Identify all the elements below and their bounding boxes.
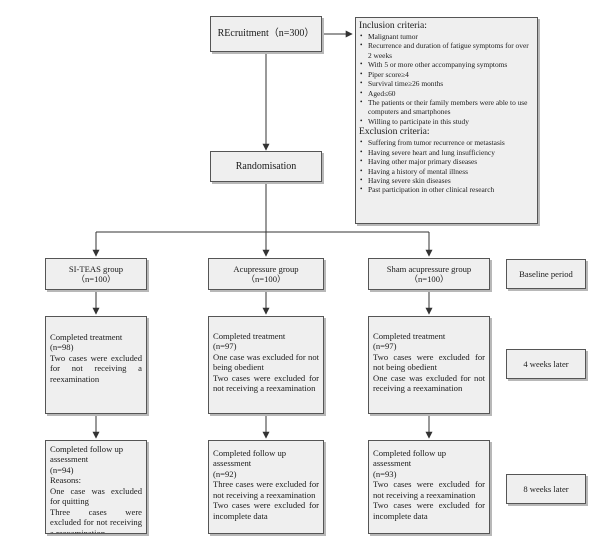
- followup-exclusion: Three cases were excluded for not receiv…: [213, 479, 319, 500]
- treatment-title: Completed treatment: [373, 331, 446, 341]
- exclusion-item: Having other major primary diseases: [359, 157, 534, 166]
- group-size: （n=100）: [76, 274, 116, 284]
- group-name: Sham acupressure group: [386, 263, 472, 274]
- followup-n: (n=92): [213, 468, 237, 479]
- treatment-title: Completed treatment: [50, 332, 123, 342]
- period-8-weeks: 8 weeks later: [506, 474, 586, 504]
- treatment-exclusion: One case was excluded for not receiving …: [373, 372, 485, 394]
- period-label: 4 weeks later: [523, 358, 569, 369]
- inclusion-item: Malignant tumor: [359, 32, 534, 41]
- period-label: 8 weeks later: [523, 483, 569, 494]
- inclusion-item: Willing to participate in this study: [359, 117, 534, 126]
- inclusion-item: Aged≤60: [359, 89, 534, 98]
- followup-title: Completed follow up assessment: [373, 448, 447, 469]
- inclusion-item: The patients or their family members wer…: [359, 98, 534, 117]
- period-label: Baseline period: [519, 268, 573, 279]
- group-size: （n=100）: [409, 274, 449, 284]
- treatment-exclusion: Two cases were excluded for not receivin…: [50, 352, 142, 384]
- recruitment-label: REcruitment（n=300）: [217, 28, 315, 39]
- recruitment-box: REcruitment（n=300）: [210, 16, 322, 52]
- inclusion-item: Piper score≥4: [359, 70, 534, 79]
- group-size: （n=100）: [246, 274, 286, 284]
- randomisation-box: Randomisation: [210, 151, 322, 182]
- treatment-box-siteas: Completed treatment (n=98) Two cases wer…: [45, 316, 147, 414]
- followup-exclusion: Two cases were excluded for incomplete d…: [213, 500, 319, 521]
- randomisation-label: Randomisation: [235, 160, 297, 172]
- treatment-exclusion: Two cases were excluded for not being ob…: [373, 351, 485, 373]
- followup-exclusion: Three cases were excluded for not receiv…: [50, 506, 142, 534]
- followup-n: (n=93): [373, 468, 397, 479]
- treatment-n: (n=97): [373, 341, 397, 352]
- period-4-weeks: 4 weeks later: [506, 349, 586, 379]
- treatment-exclusion: One case was excluded for not being obed…: [213, 351, 319, 373]
- criteria-box: Inclusion criteria: Malignant tumor Recu…: [355, 17, 538, 224]
- followup-exclusion: Two cases were excluded for not receivin…: [373, 479, 485, 500]
- inclusion-criteria-title: Inclusion criteria:: [359, 20, 427, 31]
- followup-reasons-label: Reasons:: [50, 475, 82, 486]
- exclusion-criteria-title: Exclusion criteria:: [359, 126, 430, 138]
- followup-title: Completed follow up assessment: [50, 444, 124, 465]
- inclusion-item: Recurrence and duration of fatigue sympt…: [359, 41, 534, 60]
- followup-n: (n=94): [50, 464, 74, 475]
- followup-exclusion: One case was excluded for quitting: [50, 485, 142, 507]
- exclusion-item: Past participation in other clinical res…: [359, 185, 534, 194]
- followup-box-sham: Completed follow up assessment (n=93) Tw…: [368, 440, 490, 534]
- exclusion-criteria-list: Suffering from tumor recurrence or metas…: [359, 138, 534, 195]
- group-name: SI-TEAS group: [68, 263, 124, 274]
- exclusion-item: Having severe skin diseases: [359, 176, 534, 185]
- followup-exclusion: Two cases were excluded for incomplete d…: [373, 500, 485, 521]
- followup-box-acupressure: Completed follow up assessment (n=92) Th…: [208, 440, 324, 534]
- period-baseline: Baseline period: [506, 259, 586, 289]
- group-box-sham: Sham acupressure group （n=100）: [368, 258, 490, 290]
- exclusion-item: Having severe heart and lung insufficien…: [359, 148, 534, 157]
- group-name: Acupressure group: [233, 263, 299, 274]
- followup-title: Completed follow up assessment: [213, 448, 287, 469]
- followup-box-siteas: Completed follow up assessment (n=94) Re…: [45, 440, 147, 534]
- exclusion-item: Suffering from tumor recurrence or metas…: [359, 138, 534, 147]
- inclusion-item: With 5 or more other accompanying sympto…: [359, 60, 534, 69]
- treatment-box-acupressure: Completed treatment (n=97) One case was …: [208, 316, 324, 414]
- group-box-siteas: SI-TEAS group （n=100）: [45, 258, 147, 290]
- treatment-title: Completed treatment: [213, 331, 286, 341]
- treatment-exclusion: Two cases were excluded for not receivin…: [213, 372, 319, 394]
- inclusion-criteria-list: Malignant tumor Recurrence and duration …: [359, 32, 534, 127]
- exclusion-item: Having a history of mental illness: [359, 167, 534, 176]
- treatment-box-sham: Completed treatment (n=97) Two cases wer…: [368, 316, 490, 414]
- treatment-n: (n=98): [50, 342, 74, 353]
- inclusion-item: Survival time≥26 months: [359, 79, 534, 88]
- group-box-acupressure: Acupressure group （n=100）: [208, 258, 324, 290]
- treatment-n: (n=97): [213, 341, 237, 352]
